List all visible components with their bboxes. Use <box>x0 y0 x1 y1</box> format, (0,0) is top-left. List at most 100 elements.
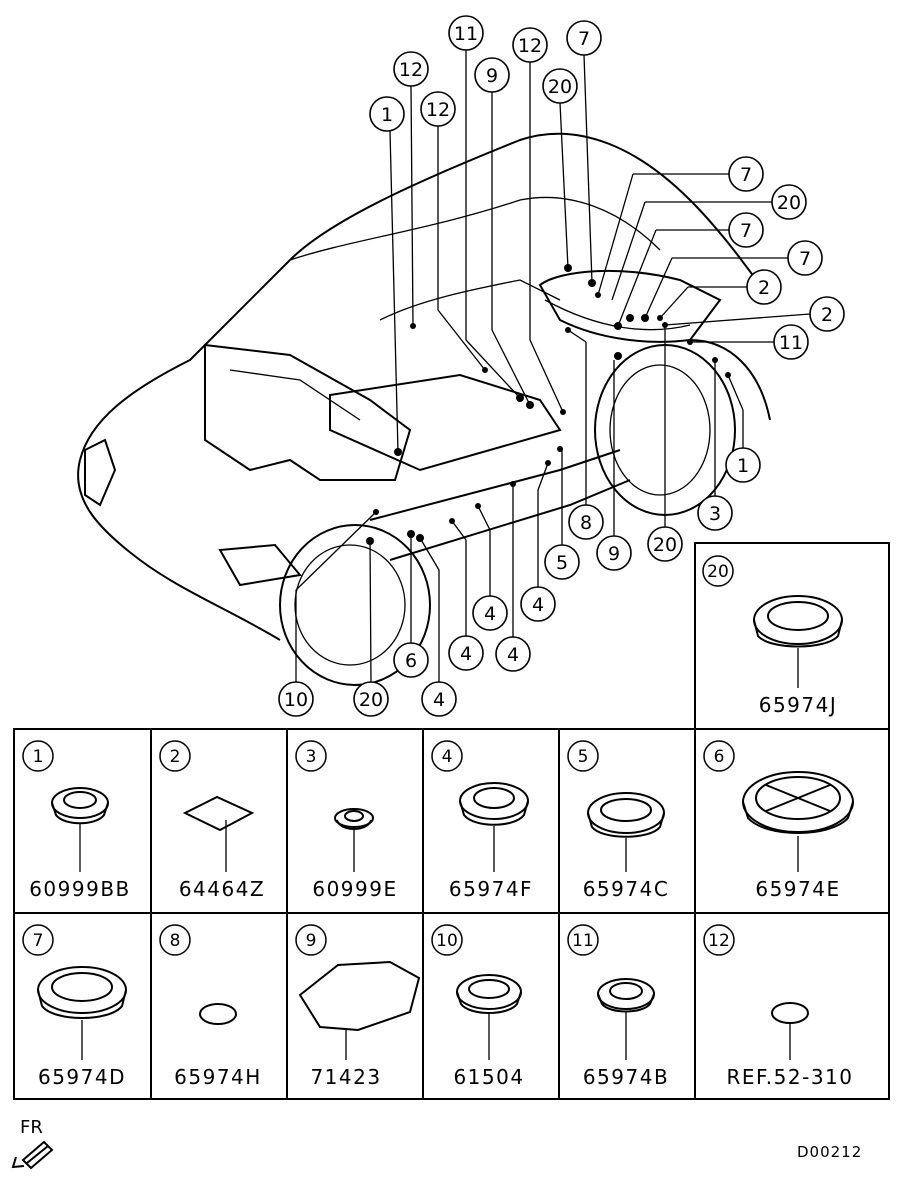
callout-circle <box>544 544 580 580</box>
part-number: 64464Z <box>179 877 265 901</box>
callout-label: 5 <box>556 552 568 574</box>
part-number-circle <box>22 924 54 956</box>
callout-circle <box>697 495 733 531</box>
callout-label: 11 <box>779 332 803 354</box>
front-direction-indicator: FR <box>11 1117 54 1170</box>
callout-label: 20 <box>653 534 677 556</box>
callout-circle <box>773 324 809 360</box>
part-number-circle <box>702 555 734 587</box>
callout-label: 4 <box>484 603 496 625</box>
part-5-grommet <box>587 792 665 872</box>
callout-20: 20 <box>542 68 578 104</box>
callout-label: 12 <box>399 59 423 81</box>
part-number: REF.52-310 <box>726 1065 853 1089</box>
part-cell-1: 1 60999BB <box>22 740 131 901</box>
callout-label: 8 <box>580 512 592 534</box>
part-number-circle <box>567 740 599 772</box>
part-cell-2: 2 64464Z <box>159 740 265 901</box>
callout-circle <box>787 240 823 276</box>
part-9-sheet <box>298 960 421 1060</box>
callout-label: 4 <box>433 689 445 711</box>
callout-label: 7 <box>740 220 752 242</box>
callout-6: 6 <box>393 642 429 678</box>
part-number-circle <box>703 924 735 956</box>
callout-9: 9 <box>474 57 510 93</box>
callout-11: 11 <box>773 324 809 360</box>
part-20-grommet <box>753 595 843 688</box>
part-12-seal <box>771 1002 809 1060</box>
part-index-label: 2 <box>170 747 181 767</box>
callout-4: 4 <box>421 681 457 717</box>
callout-label: 6 <box>405 650 417 672</box>
part-number: 65974D <box>38 1065 126 1089</box>
callout-label: 4 <box>460 643 472 665</box>
callout-7: 7 <box>728 156 764 192</box>
callout-circle <box>542 68 578 104</box>
part-1-grommet <box>51 787 109 872</box>
callout-circle <box>393 642 429 678</box>
callout-20: 20 <box>771 184 807 220</box>
part-number: 60999BB <box>29 877 131 901</box>
part-number-circle <box>159 924 191 956</box>
callout-circle <box>472 595 508 631</box>
callout-label: 7 <box>578 28 590 50</box>
callout-2: 2 <box>746 269 782 305</box>
diagram-code: D00212 <box>797 1143 862 1161</box>
callout-12: 12 <box>512 27 548 63</box>
part-index-label: 4 <box>442 747 453 767</box>
callout-label: 20 <box>777 192 801 214</box>
callout-1: 1 <box>369 96 405 132</box>
callout-12: 12 <box>420 91 456 127</box>
part-number-circle <box>22 740 54 772</box>
callout-9: 9 <box>596 535 632 571</box>
callout-label: 4 <box>532 594 544 616</box>
callout-label: 12 <box>518 35 542 57</box>
part-11-grommet <box>597 978 655 1060</box>
part-index-label: 1 <box>33 747 44 767</box>
part-illustrations <box>37 595 854 1060</box>
part-number-circle <box>295 924 327 956</box>
callout-12: 12 <box>393 51 429 87</box>
part-number-circle <box>703 740 735 772</box>
callout-circle <box>596 535 632 571</box>
part-index-label: 12 <box>708 931 730 951</box>
part-4-grommet <box>459 782 529 872</box>
callout-circle <box>809 296 845 332</box>
part-index-label: 11 <box>572 931 594 951</box>
callout-circle <box>647 526 683 562</box>
part-number: 65974H <box>174 1065 262 1089</box>
callout-circle <box>448 15 484 51</box>
callout-7: 7 <box>787 240 823 276</box>
part-index-label: 5 <box>578 747 589 767</box>
part-cell-11: 11 65974B <box>567 924 669 1089</box>
callout-3: 3 <box>697 495 733 531</box>
part-index-label: 9 <box>306 931 317 951</box>
callout-label: 7 <box>799 248 811 270</box>
callout-2: 2 <box>809 296 845 332</box>
callout-label: 2 <box>821 304 833 326</box>
callout-label: 1 <box>381 104 393 126</box>
callout-7: 7 <box>728 212 764 248</box>
callout-circle <box>520 586 556 622</box>
part-cells: 2065974J160999BB264464Z360999E465974F565… <box>22 555 853 1089</box>
parts-table <box>13 542 890 1100</box>
vehicle-body-illustration <box>77 132 771 686</box>
part-number: 65974B <box>583 1065 669 1089</box>
part-number-circle <box>567 924 599 956</box>
fr-label: FR <box>20 1117 43 1138</box>
part-index-label: 20 <box>707 562 729 582</box>
callout-7: 7 <box>566 20 602 56</box>
part-10-grommet <box>456 974 522 1060</box>
part-8-seal <box>199 1003 237 1025</box>
